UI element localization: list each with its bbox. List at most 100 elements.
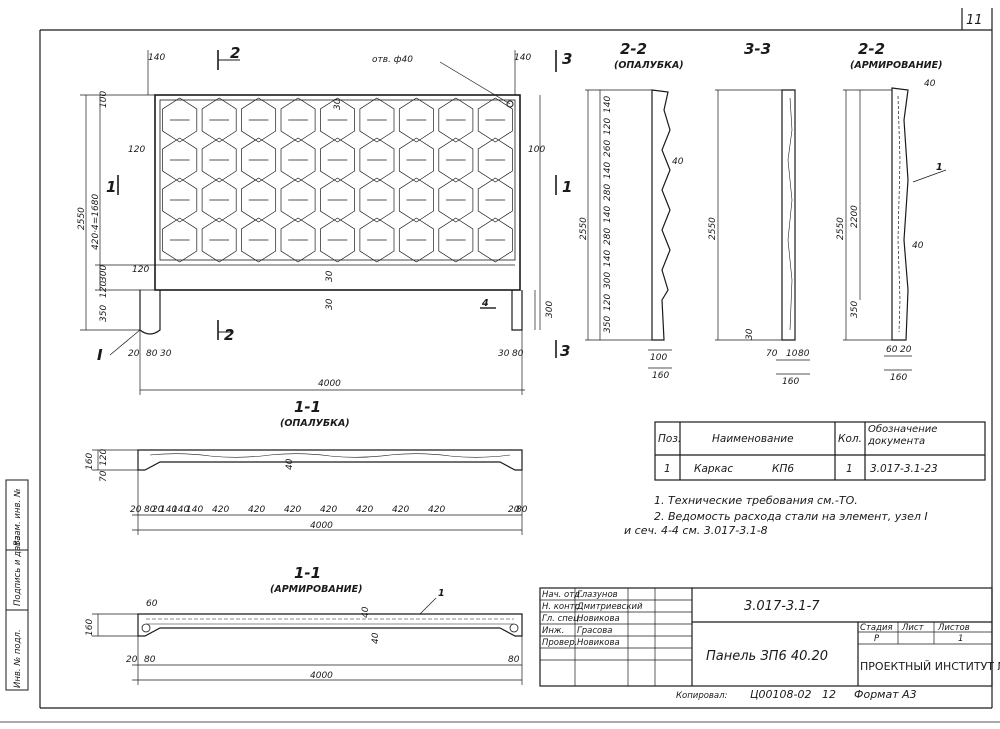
spec-header-name: Наименование xyxy=(712,433,794,445)
footer-format: Формат А3 xyxy=(854,688,917,701)
section-11b-title: 1-1 xyxy=(294,564,321,582)
relief-hexagon xyxy=(438,97,474,143)
dim-11-160: 160 xyxy=(85,453,95,470)
dim-22b-350: 350 xyxy=(850,301,860,318)
title-block-role: Нач. отд. xyxy=(542,590,583,600)
relief-hexagon xyxy=(320,177,355,223)
dim-front-b20: 20 xyxy=(128,349,140,359)
relief-hexagon xyxy=(320,97,355,143)
node-mark-I: I xyxy=(97,346,103,364)
dim-front-b30r: 30 xyxy=(498,349,510,359)
title-block-sheets: 1 xyxy=(958,634,963,644)
title-block-name: Дмитриевский xyxy=(576,602,643,612)
sheet-number: 11 xyxy=(966,13,983,28)
dim-33-10: 10 xyxy=(786,349,798,359)
dim-22-2550: 2550 xyxy=(579,217,589,240)
dim-11-row-item: 140 xyxy=(186,505,203,515)
section-11-subtitle: (ОПАЛУБКА) xyxy=(280,418,350,429)
front-view-panel xyxy=(139,94,523,335)
dim-22-item: 300 xyxy=(603,272,613,289)
title-block-product: Панель ЗП6 40.20 xyxy=(706,649,828,664)
dim-11-row-item: 140 xyxy=(172,505,189,515)
spec-header-pos: Поз. xyxy=(658,433,681,445)
section-22b-title: 2-2 xyxy=(858,40,885,58)
dim-22-100: 100 xyxy=(650,353,667,363)
relief-hexagon xyxy=(162,137,198,183)
title-block-grid xyxy=(539,587,993,687)
dim-11-row-item: 420 xyxy=(248,505,265,515)
dim-22-item: 140 xyxy=(603,162,613,179)
relief-hexagon xyxy=(320,217,355,263)
relief-hexagon xyxy=(477,97,513,143)
dim-11-row-item: 420 xyxy=(428,505,445,515)
dim-22-item: 140 xyxy=(603,206,613,223)
dim-22-item: 280 xyxy=(603,228,613,245)
dim-22b-40b: 40 xyxy=(912,241,924,251)
spec-row-qty: 1 xyxy=(846,463,853,475)
dim-11-row-item: 420 xyxy=(320,505,337,515)
spec-row-doc: 3.017-3.1-23 xyxy=(870,463,938,475)
dim-front-b80r: 80 xyxy=(512,349,524,359)
spec-table-grid xyxy=(654,421,986,481)
section-11-title: 1-1 xyxy=(294,398,321,416)
dim-front-30c: 30 xyxy=(325,298,335,310)
relief-hexagon xyxy=(398,177,434,223)
section-mark-3-bottom: 3 xyxy=(560,342,570,360)
dim-11-row-item: 20 xyxy=(508,505,520,515)
relief-hexagon xyxy=(359,177,395,223)
section-11-drawing xyxy=(92,449,523,535)
relief-hexagon xyxy=(359,137,395,183)
section-22-title: 2-2 xyxy=(620,40,647,58)
dim-11b-60: 60 xyxy=(146,599,158,609)
dim-front-30b: 30 xyxy=(325,270,335,282)
relief-hexagon xyxy=(201,97,237,143)
relief-hexagon xyxy=(162,217,198,263)
dim-11-70: 70 xyxy=(99,470,109,482)
dim-11-row-item: 420 xyxy=(392,505,409,515)
dim-22-item: 140 xyxy=(603,96,613,113)
dim-front-300r: 300 xyxy=(545,301,555,318)
dim-22b-2200: 2200 xyxy=(850,205,860,228)
title-block-stage: Р xyxy=(874,634,880,644)
note-2: 2. Ведомость расхода стали на элемент, у… xyxy=(654,510,928,523)
dim-11-row-item: 420 xyxy=(356,505,373,515)
dim-11-4000: 4000 xyxy=(310,521,333,531)
dim-22b-40: 40 xyxy=(924,79,936,89)
dim-front-2550: 2550 xyxy=(77,207,87,230)
spec-row-mark: КП6 xyxy=(772,463,794,475)
side-label-replace: Взам. инв. № xyxy=(13,488,23,546)
section-22b-drawing xyxy=(843,87,947,371)
relief-hexagon xyxy=(201,177,237,223)
relief-hexagon xyxy=(438,177,474,223)
dim-22-item: 350 xyxy=(603,316,613,333)
side-stamp xyxy=(5,479,29,691)
dim-22b-20: 20 xyxy=(900,345,912,355)
dim-11b-80: 80 xyxy=(144,655,156,665)
relief-hexagon xyxy=(280,97,316,143)
dim-11b-4000: 4000 xyxy=(310,671,333,681)
title-block-org: ПРОЕКТНЫЙ ИНСТИТУТ №2 xyxy=(860,660,1000,673)
relief-hexagon xyxy=(280,217,316,263)
section-mark-1-left: 1 xyxy=(106,178,116,196)
section-33-title: 3-3 xyxy=(744,40,771,58)
relief-hexagon xyxy=(162,177,198,223)
dim-front-top-140r: 140 xyxy=(514,53,531,63)
dim-22-item: 260 xyxy=(603,140,613,157)
dim-front-30: 30 xyxy=(333,98,343,110)
dim-front-120b: 120 xyxy=(132,265,149,275)
relief-hexagon xyxy=(280,137,316,183)
dim-11-row-item: 20 xyxy=(152,505,164,515)
title-block-role: Провер. xyxy=(542,638,577,648)
relief-hexagon xyxy=(241,177,277,223)
section-mark-4: 4 xyxy=(481,298,489,309)
relief-hexagon xyxy=(359,97,395,143)
dim-33-2550: 2550 xyxy=(708,217,718,240)
section-22-drawing xyxy=(585,89,672,369)
dim-11-row-item: 140 xyxy=(160,505,177,515)
relief-hexagon xyxy=(438,137,474,183)
footer-copied: Копировал: xyxy=(676,691,728,701)
title-block-role: Гл. спец. xyxy=(542,614,582,624)
relief-hexagon xyxy=(320,137,355,183)
dim-33-160: 160 xyxy=(782,377,799,387)
dim-front-100: 100 xyxy=(99,91,109,108)
